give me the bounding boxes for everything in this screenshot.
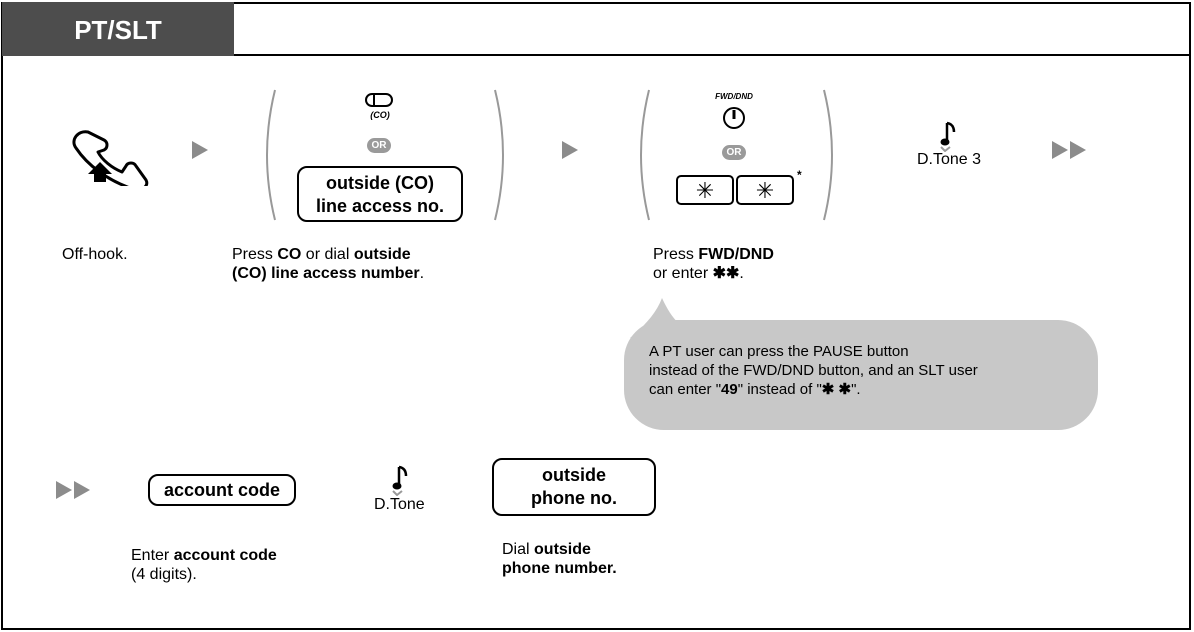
or-badge: OR: [722, 145, 746, 160]
note-bubble: [624, 320, 1098, 430]
right-paren-icon: [823, 89, 833, 221]
double-arrow-icon: [1052, 141, 1068, 159]
co-box-line2: line access no.: [315, 196, 445, 216]
account-code-box: account code: [148, 474, 296, 506]
double-arrow-icon: [74, 481, 90, 499]
phone-box-line2: phone no.: [531, 488, 617, 508]
next-arrow-icon: [562, 141, 578, 159]
fwd-dnd-button-icon: [723, 107, 745, 129]
double-arrow-icon: [1070, 141, 1086, 159]
right-paren-icon: [494, 89, 504, 221]
co-caption: Press CO or dial outside (CO) line acces…: [232, 246, 425, 282]
outside-phone-number-box: outside phone no.: [492, 458, 656, 516]
left-paren-icon: [640, 89, 650, 221]
phone-box-line1: outside: [541, 465, 606, 485]
star-key-2: ✳: [736, 175, 794, 205]
header-bar: PT/SLT: [2, 2, 1190, 56]
music-note-icon: [392, 465, 408, 496]
co-access-number-box: outside (CO) line access no.: [297, 166, 463, 222]
double-arrow-icon: [56, 481, 72, 499]
note-text: A PT user can press the PAUSE button ins…: [649, 343, 978, 398]
phone-caption: Dial outside phone number.: [502, 541, 617, 577]
star-key-1: ✳: [676, 175, 734, 205]
co-key-label: (CO): [370, 110, 390, 120]
fwd-caption: Press FWD/DND or enter ✱✱.: [653, 246, 774, 282]
handset-offhook-icon: [72, 130, 149, 186]
music-note-icon: [940, 121, 956, 152]
page-title: PT/SLT: [2, 2, 234, 56]
dtone-label: D.Tone: [374, 496, 425, 513]
co-box-line1: outside (CO): [326, 173, 434, 193]
asterisk-note-mark: *: [797, 168, 802, 182]
left-paren-icon: [266, 89, 276, 221]
co-button-icon: [365, 93, 393, 107]
account-caption: Enter account code (4 digits).: [131, 547, 277, 583]
next-arrow-icon: [192, 141, 208, 159]
offhook-caption: Off-hook.: [62, 246, 128, 263]
fwd-dnd-key-label: FWD/DND: [715, 92, 753, 101]
dtone3-label: D.Tone 3: [917, 151, 982, 168]
or-badge: OR: [367, 138, 391, 153]
